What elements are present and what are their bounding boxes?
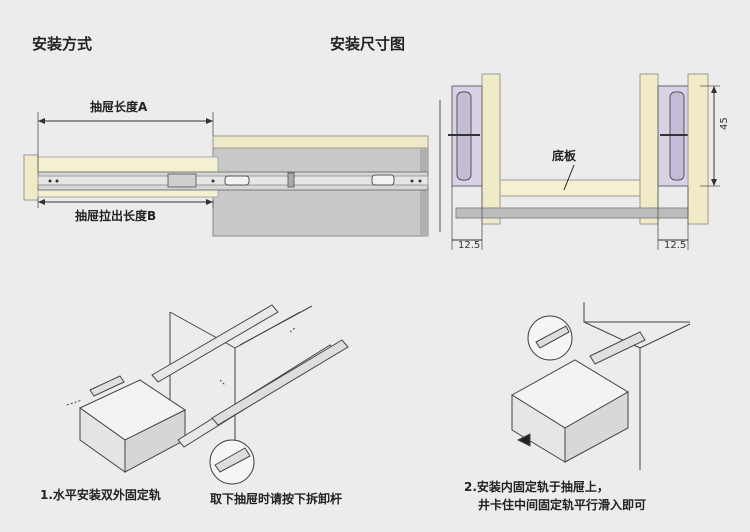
dimension-right: 12.5 [664,240,687,251]
drawer-side-view [23,112,429,237]
section-title-dimensions: 安装尺寸图 [330,35,406,53]
install-step1-illustration [66,304,349,485]
section-title-method: 安装方式 [32,35,93,53]
label-drawer-length-a: 抽屉长度A [90,100,148,114]
caption-remove-lever: 取下抽屉时请按下拆卸杆 [210,492,343,506]
dimension-height: 45 [719,117,730,130]
label-bottom-board: 底板 [552,149,577,163]
dimension-left: 12.5 [458,240,481,251]
caption-step2-line1: 2.安装内固定轨于抽屉上， [464,480,609,494]
cross-section-view [439,73,720,250]
install-step2-illustration [511,302,691,470]
label-drawer-pull-length-b: 抽屉拉出长度B [75,209,157,223]
caption-step2-line2: 井卡住中间固定轨平行滑入即可 [478,498,647,512]
caption-step1: 1.水平安装双外固定轨 [40,488,161,502]
